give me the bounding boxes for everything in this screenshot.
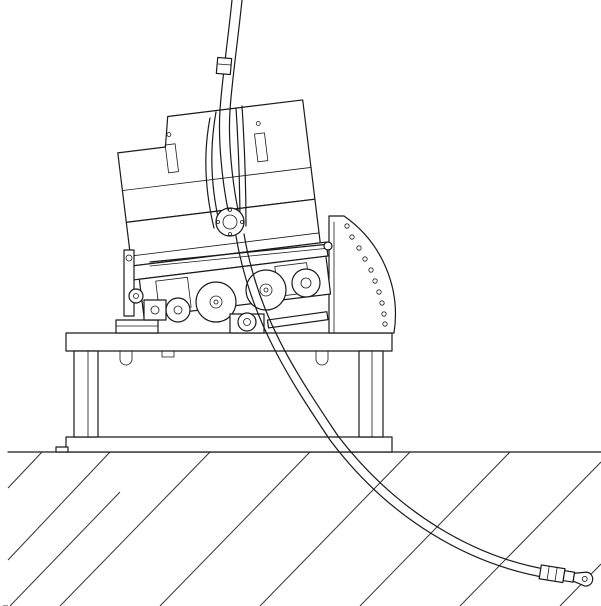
base-top-plate	[65, 332, 393, 352]
clamp-body	[115, 319, 159, 334]
pipe-wall-left	[218, 0, 233, 211]
base-skid	[65, 436, 393, 453]
pipe-wall-right	[243, 233, 551, 571]
mounting-slot	[164, 143, 179, 174]
ground-section	[3, 451, 601, 606]
pipe-coupling	[215, 56, 233, 76]
skid-foot	[55, 446, 69, 453]
tilt-link	[149, 243, 331, 263]
left-bracket	[115, 249, 167, 334]
mounting-slot	[254, 132, 269, 163]
tilt-pin	[323, 241, 333, 251]
drive-wheel	[245, 269, 287, 311]
angle-holes	[344, 223, 388, 327]
guide-flange	[215, 207, 245, 237]
pivot-bearing	[229, 312, 265, 334]
connector-body	[538, 564, 566, 584]
base-leg-right	[358, 350, 384, 438]
quadrant-plate	[328, 215, 397, 334]
flexible-pipe	[215, 0, 551, 579]
ram-rod	[266, 311, 329, 329]
base-frame	[55, 332, 393, 453]
pipe-end-connector	[538, 564, 594, 587]
base-leg-left	[73, 350, 99, 438]
idler-wheel	[291, 268, 321, 298]
lifting-lug	[161, 350, 175, 358]
lifting-lug	[119, 350, 133, 366]
guide-arch	[205, 105, 247, 237]
lifting-lug	[315, 350, 329, 366]
bracket-post	[123, 249, 135, 317]
idler-wheel	[165, 297, 191, 323]
ground-hatching	[3, 451, 601, 606]
drive-rollers	[165, 268, 321, 323]
connector-eye	[572, 571, 594, 587]
pipe-wall-right	[228, 0, 243, 211]
pipe-wall-left	[235, 235, 549, 579]
drive-wheel	[195, 281, 237, 323]
tilt-angle-quadrant	[328, 215, 397, 334]
